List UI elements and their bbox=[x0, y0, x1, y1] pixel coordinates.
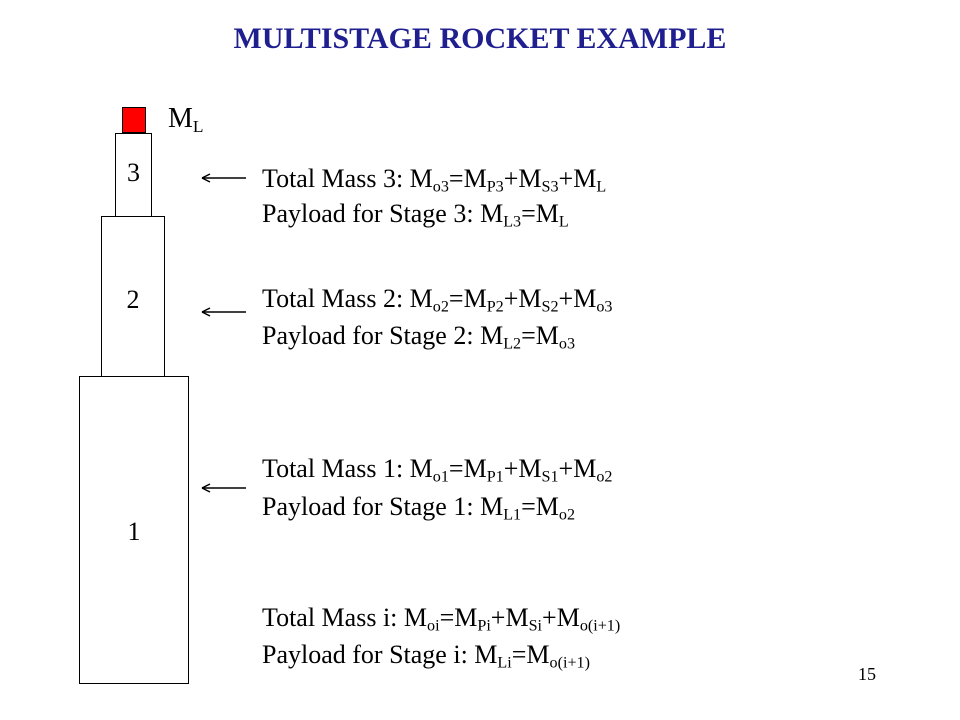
total-mass-3: Total Mass 3: Mo3=MP3+MS3+ML bbox=[262, 164, 607, 196]
payload-stage-i: Payload for Stage i: MLi=Mo(i+1) bbox=[262, 640, 590, 672]
total-mass-2: Total Mass 2: Mo2=MP2+MS2+Mo3 bbox=[262, 284, 613, 316]
total-mass-1: Total Mass 1: Mo1=MP1+MS1+Mo2 bbox=[262, 454, 613, 486]
stage-1-label: 1 bbox=[127, 517, 141, 546]
stage-3-label: 3 bbox=[127, 158, 140, 187]
payload-mass-label: ML bbox=[168, 103, 204, 136]
arrow-stage-1 bbox=[201, 483, 246, 493]
arrow-stage-2 bbox=[201, 307, 246, 317]
payload-block bbox=[122, 107, 146, 133]
stage-3-body: 3 bbox=[115, 133, 152, 217]
payload-stage-3: Payload for Stage 3: ML3=ML bbox=[262, 199, 569, 231]
arrow-stage-3 bbox=[201, 173, 246, 183]
stage-1-body: 1 bbox=[79, 376, 189, 684]
total-mass-i: Total Mass i: Moi=MPi+MSi+Mo(i+1) bbox=[262, 603, 621, 635]
payload-stage-2: Payload for Stage 2: ML2=Mo3 bbox=[262, 321, 576, 353]
payload-stage-1: Payload for Stage 1: ML1=Mo2 bbox=[262, 492, 576, 524]
stage-2-label: 2 bbox=[126, 285, 140, 314]
stage-2-body: 2 bbox=[101, 216, 165, 378]
page-number: 15 bbox=[858, 664, 876, 684]
slide-title: MULTISTAGE ROCKET EXAMPLE bbox=[233, 22, 727, 55]
